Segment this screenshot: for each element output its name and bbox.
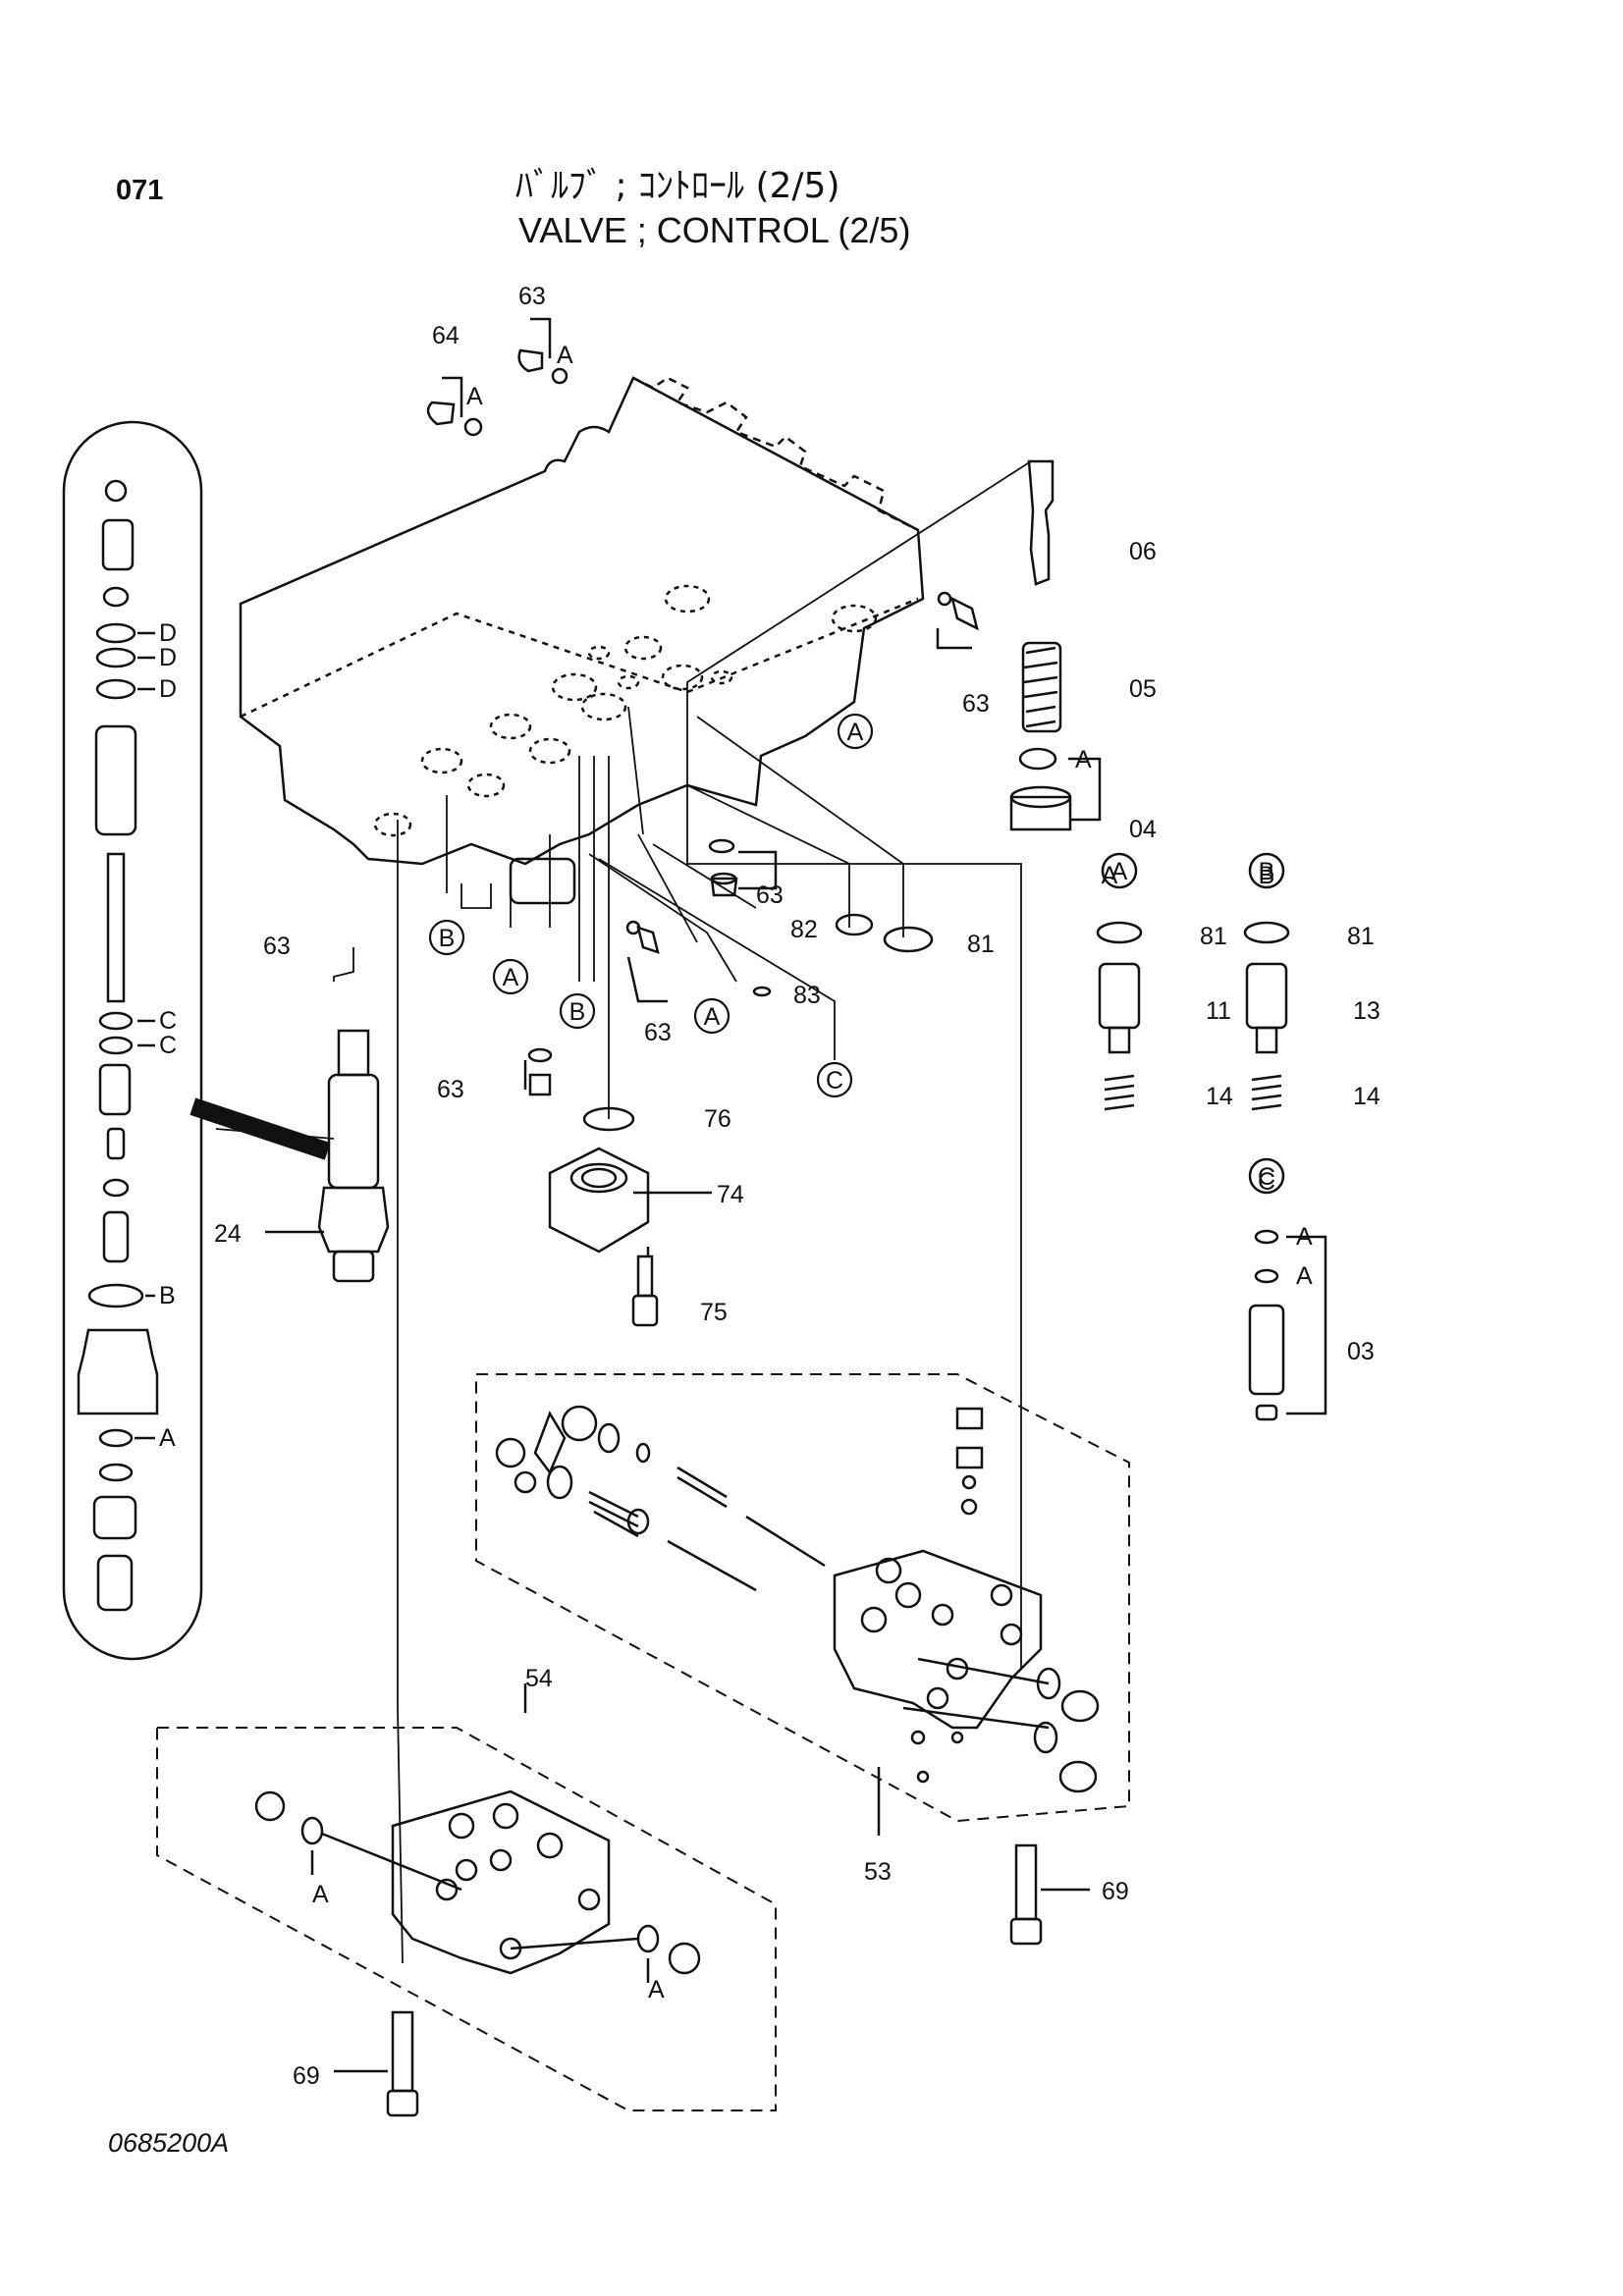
circle-label-6: A	[1111, 858, 1128, 885]
page-number: 071	[116, 175, 164, 206]
inset-label-1: D	[159, 644, 177, 671]
inset-capsule	[62, 420, 203, 1661]
callout-9: A	[1102, 862, 1118, 889]
callout-12: 81	[1347, 923, 1375, 950]
inset-label-2: D	[159, 675, 177, 703]
callout-7: A	[1075, 746, 1092, 774]
callout-29: 74	[717, 1181, 744, 1208]
callout-34: 69	[1102, 1878, 1129, 1905]
callout-5: 05	[1129, 675, 1157, 703]
circle-labels: A B A B A C A B C	[439, 719, 1275, 1191]
assembly-54-box	[156, 1727, 777, 2111]
drawing-code: 0685200A	[108, 2128, 230, 2158]
callout-8: 63	[962, 690, 990, 718]
callout-33: 53	[864, 1858, 892, 1886]
assembly-53-box	[475, 1373, 1130, 1823]
inset-label-0: D	[159, 619, 177, 647]
callout-16: 14	[1353, 1083, 1380, 1110]
circle-label-8: C	[1258, 1163, 1275, 1191]
circle-label-1: B	[439, 925, 456, 952]
inset-labels: DDD CC B A	[159, 619, 177, 1452]
part-74-flange	[548, 1147, 650, 1254]
callout-17: C	[1258, 1168, 1275, 1196]
callout-4: 06	[1129, 538, 1157, 565]
callout-15: 14	[1206, 1083, 1233, 1110]
inset-label-6: A	[159, 1424, 176, 1452]
callout-28: 76	[704, 1105, 731, 1133]
callout-19: A	[1296, 1262, 1313, 1290]
inset-label-3: C	[159, 1007, 177, 1035]
callout-24: 83	[793, 982, 821, 1009]
circle-label-0: A	[847, 719, 864, 746]
callout-23: 81	[967, 931, 995, 958]
callout-35: 69	[293, 2062, 320, 2090]
circle-label-3: B	[569, 998, 586, 1026]
callout-26: 63	[644, 1019, 672, 1046]
callout-37: A	[648, 1976, 665, 2003]
callout-31: 24	[214, 1220, 242, 1248]
title-english: VALVE ; CONTROL (2/5)	[518, 210, 911, 250]
callout-13: 11	[1206, 997, 1231, 1025]
circle-label-7: B	[1259, 858, 1275, 885]
part-06-piston	[1027, 459, 1055, 586]
callout-6: 04	[1129, 816, 1157, 843]
callout-21: 63	[756, 881, 784, 909]
callout-20: 03	[1347, 1338, 1375, 1365]
callout-25: 63	[263, 933, 291, 960]
callout-18: A	[1296, 1223, 1313, 1251]
inset-label-5: B	[159, 1282, 176, 1309]
title-japanese: ﾊﾞﾙﾌﾞ ; ｺﾝﾄﾛｰﾙ (2/5)	[515, 166, 840, 206]
callout-30: 75	[700, 1299, 728, 1326]
callout-1: 64	[432, 322, 460, 349]
callout-22: 82	[790, 916, 818, 943]
circle-label-5: C	[826, 1067, 843, 1095]
main-valve-body	[239, 376, 925, 866]
callout-3: A	[557, 342, 573, 369]
circle-label-2: A	[503, 964, 519, 991]
callout-2: A	[466, 383, 483, 410]
callout-0: 63	[518, 283, 546, 310]
circle-label-4: A	[704, 1003, 721, 1031]
callout-14: 13	[1353, 997, 1380, 1025]
callout-27: 63	[437, 1076, 464, 1103]
callout-10: B	[1259, 862, 1275, 889]
callout-11: 81	[1200, 923, 1227, 950]
inset-label-4: C	[159, 1032, 177, 1059]
callout-36: A	[312, 1881, 329, 1908]
callout-32: 54	[525, 1665, 553, 1692]
